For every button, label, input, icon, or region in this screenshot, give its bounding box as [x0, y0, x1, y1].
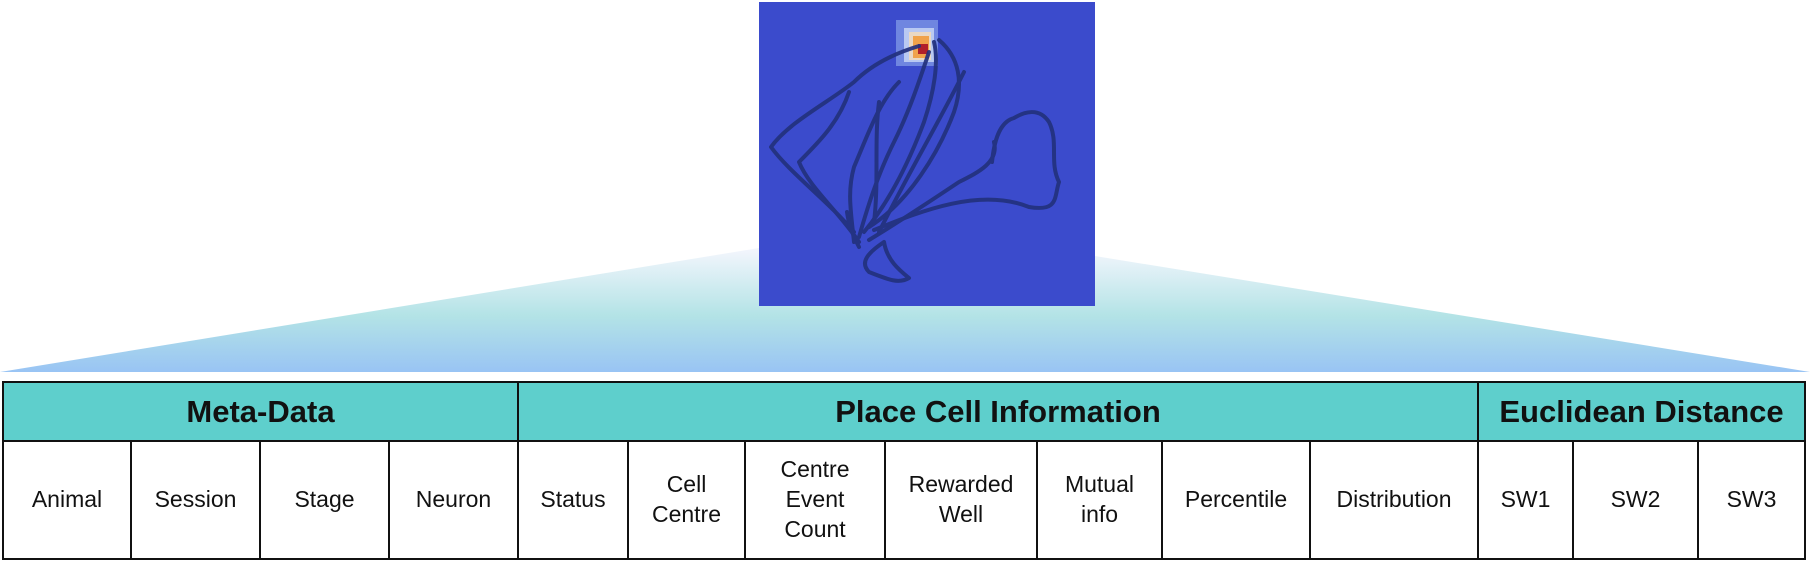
group-header-row: Meta-Data Place Cell Information Euclide…: [2, 381, 1806, 442]
column-animal: Animal: [2, 440, 132, 560]
group-meta-data: Meta-Data: [2, 381, 519, 442]
projection-wedge: [0, 248, 1810, 372]
column-sw2: SW2: [1572, 440, 1699, 560]
column-sw1: SW1: [1477, 440, 1574, 560]
place-field-heatmap: [759, 2, 1095, 306]
group-euclidean-distance: Euclidean Distance: [1477, 381, 1806, 442]
column-stage: Stage: [259, 440, 390, 560]
column-sw3: SW3: [1697, 440, 1806, 560]
column-neuron: Neuron: [388, 440, 519, 560]
group-place-cell-information: Place Cell Information: [517, 381, 1479, 442]
column-percentile: Percentile: [1161, 440, 1311, 560]
peak-region: [896, 20, 938, 66]
animal-trajectory: [769, 38, 1061, 283]
column-session: Session: [130, 440, 261, 560]
column-distribution: Distribution: [1309, 440, 1479, 560]
column-status: Status: [517, 440, 629, 560]
data-schema-table: Meta-Data Place Cell Information Euclide…: [2, 381, 1806, 560]
